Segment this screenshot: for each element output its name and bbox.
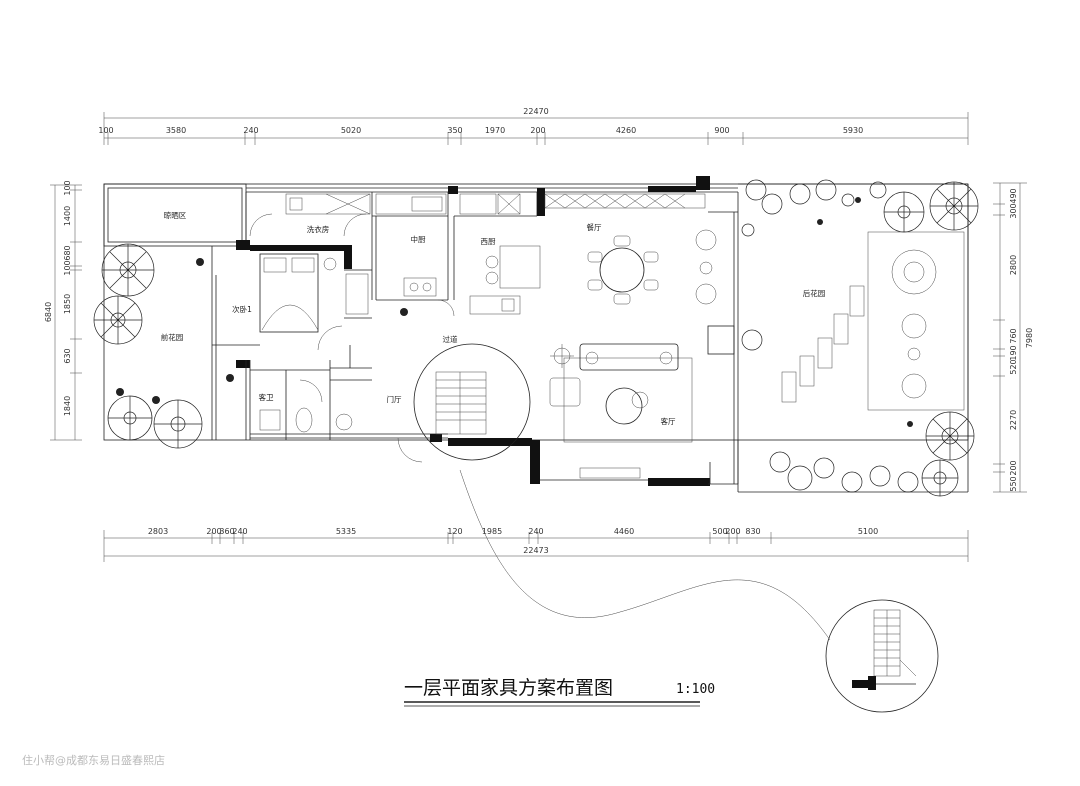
dim-top-total: 22470: [523, 107, 548, 116]
dim-right-seg: 2270: [1009, 410, 1018, 430]
drawing-scale: 1:100: [676, 682, 715, 697]
room-label-washroom: 洗衣房: [307, 224, 330, 234]
dim-bottom-seg: 500: [712, 527, 727, 536]
dim-bottom-total: 22473: [523, 546, 548, 555]
sofa: [579, 343, 679, 371]
dim-left-seg: 630: [63, 348, 72, 363]
room-label-laundry-area: 晾晒区: [164, 210, 187, 220]
room-label-second-bedroom: 次卧1: [232, 304, 252, 314]
tree-icon: [101, 243, 155, 297]
furniture: [259, 193, 965, 641]
coffee-table: [605, 387, 643, 425]
dim-left-total: 6840: [44, 302, 53, 322]
small-plant-icon: [116, 197, 913, 427]
room-label-western-kitchen: 西厨: [481, 237, 496, 246]
tree-icon: [107, 395, 153, 441]
tree-icon: [883, 191, 925, 233]
right-dimensions: 7980 490 300 2800 760 190 520 2270 200 5…: [993, 182, 1034, 493]
dim-bottom-seg: 200: [725, 527, 740, 536]
dim-bottom-seg: 830: [745, 527, 760, 536]
dim-left-seg: 1850: [63, 294, 72, 314]
dim-top-seg: 5930: [843, 126, 863, 135]
dim-top-seg: 1970: [485, 126, 505, 135]
bottom-dimensions: 22473 2803 200 360 240 5335 120 1985 240…: [103, 527, 969, 562]
dim-right-seg: 760: [1009, 328, 1018, 343]
room-label-foyer: 门厅: [387, 395, 402, 404]
room-label-living: 客厅: [661, 416, 676, 426]
drawing-title-block: 一层平面家具方案布置图 1:100: [404, 677, 715, 707]
dim-top-seg: 900: [714, 126, 729, 135]
dim-left-seg: 1840: [63, 396, 72, 416]
dim-right-seg: 2800: [1009, 255, 1018, 275]
dim-right-seg: 490: [1009, 188, 1018, 203]
dim-right-total: 7980: [1025, 328, 1034, 348]
top-dimensions: 22470 100 3580 240 5020 350 1970 200 426…: [98, 107, 969, 145]
room-label-dining: 餐厅: [587, 223, 602, 232]
tree-icon: [153, 399, 203, 449]
dim-bottom-seg: 200: [206, 527, 221, 536]
dim-left-seg: 100: [63, 260, 72, 275]
dim-top-seg: 350: [447, 126, 462, 135]
dim-top-seg: 3580: [166, 126, 186, 135]
dim-bottom-seg: 240: [232, 527, 247, 536]
dim-right-seg: 190: [1009, 345, 1018, 360]
dim-top-seg: 200: [530, 126, 545, 135]
dim-top-seg: 100: [98, 126, 113, 135]
stair-detail-callout: [413, 343, 531, 461]
dim-right-seg: 520: [1009, 359, 1018, 374]
room-labels: 晾晒区 洗衣房 中厨 西厨 餐厅 后花园 次卧1 前花园 过道 客卫 门厅 客厅: [161, 210, 826, 426]
dining-table: [599, 247, 645, 293]
trees: [93, 179, 979, 497]
stair-detail: [825, 599, 939, 713]
dim-bottom-seg: 2803: [148, 527, 168, 536]
dim-bottom-seg: 4460: [614, 527, 634, 536]
dim-bottom-seg: 1985: [482, 527, 502, 536]
dim-left-seg: 100: [63, 180, 72, 195]
tree-icon: [925, 411, 975, 461]
dim-left-seg: 1400: [63, 206, 72, 226]
room-label-guest-bath: 客卫: [259, 392, 274, 402]
watermark: 住小帮@成都东易日盛春熙店: [22, 753, 165, 767]
drawing-title: 一层平面家具方案布置图: [404, 677, 613, 699]
tree-icon: [929, 181, 979, 231]
dim-bottom-seg: 240: [528, 527, 543, 536]
rear-deck: [867, 231, 965, 411]
tree-icon: [93, 295, 143, 345]
dim-left-seg: 680: [63, 245, 72, 260]
dim-top-seg: 4260: [616, 126, 636, 135]
room-label-corridor: 过道: [443, 334, 458, 344]
shrub-cluster-icon: [741, 179, 919, 493]
dim-right-seg: 550: [1009, 476, 1018, 491]
left-dimensions: 6840 100 1400 680 100 1850 630 1840: [44, 180, 82, 441]
room-label-rear-garden: 后花园: [803, 288, 826, 298]
tree-icon: [921, 459, 959, 497]
doors: [249, 213, 455, 463]
dim-bottom-seg: 5335: [336, 527, 356, 536]
dim-top-seg: 5020: [341, 126, 361, 135]
dim-bottom-seg: 5100: [858, 527, 878, 536]
dim-right-seg: 300: [1009, 203, 1018, 218]
room-label-chinese-kitchen: 中厨: [411, 234, 426, 244]
living-rug: [563, 357, 693, 443]
bed: [259, 253, 319, 333]
dim-top-seg: 240: [243, 126, 258, 135]
room-label-front-garden: 前花园: [161, 332, 184, 342]
dim-right-seg: 200: [1009, 460, 1018, 475]
dim-bottom-seg: 120: [447, 527, 462, 536]
walls: [211, 176, 739, 486]
dim-bottom-seg: 360: [219, 527, 234, 536]
